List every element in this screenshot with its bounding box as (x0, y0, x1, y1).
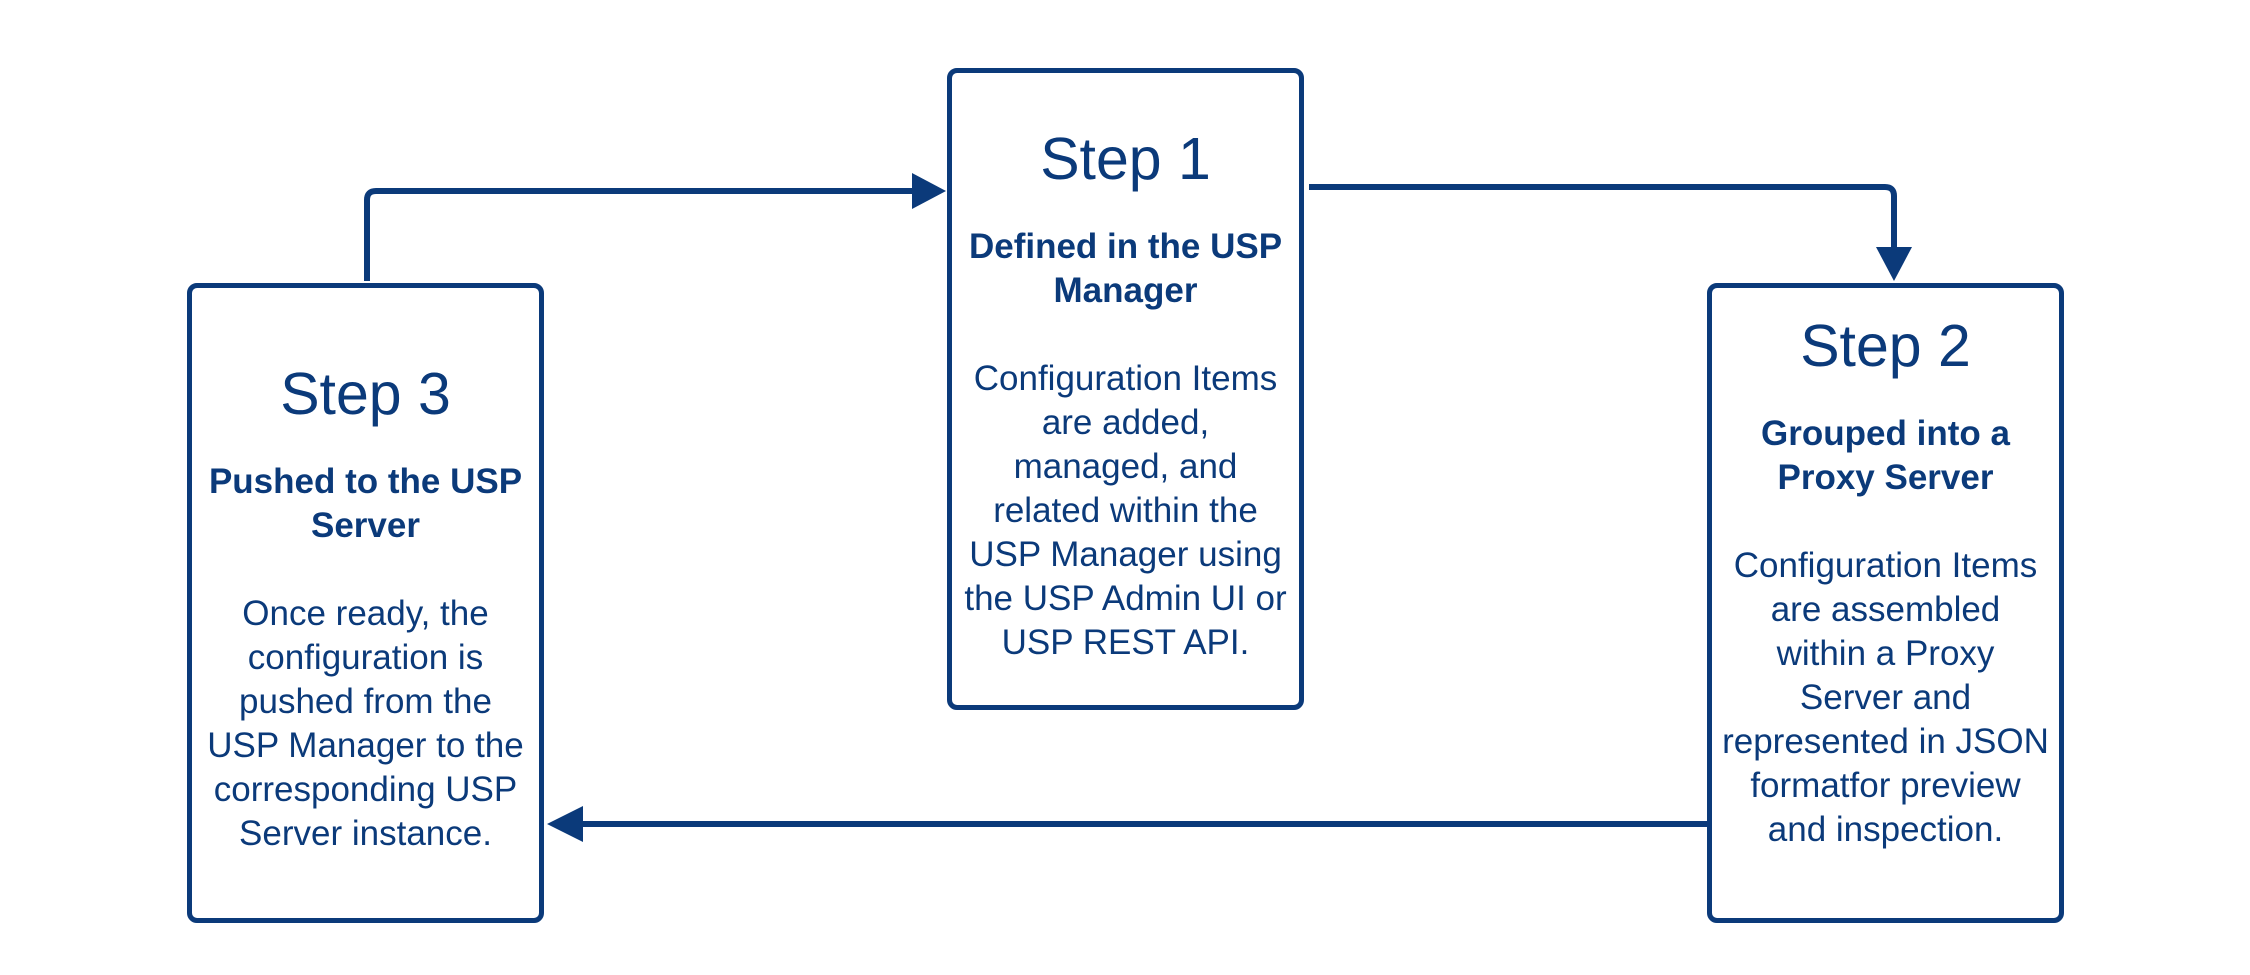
arrowhead-into-step2 (1876, 247, 1912, 281)
step-2-subtitle: Grouped into a Proxy Server (1761, 414, 2010, 497)
step-2-title: Step 2 (1800, 313, 1971, 379)
step-3-description: Once ready, the configuration is pushed … (207, 594, 524, 853)
arrowhead-into-step1 (912, 173, 946, 209)
arrowhead-into-step3 (547, 806, 583, 842)
arrow-step1-to-step2 (1309, 184, 1897, 248)
step-1-subtitle: Defined in the USP Manager (968, 227, 1283, 310)
step-3-title: Step 3 (280, 361, 451, 427)
step-1-title: Step 1 (1040, 126, 1211, 192)
step-1-description: Configuration Items are added, managed, … (964, 359, 1287, 662)
step-2-box: Step 2 Grouped into a Proxy Server Confi… (1707, 283, 2064, 923)
step-1-box: Step 1 Defined in the USP Manager Config… (947, 68, 1304, 710)
arrow-step3-to-step1 (364, 188, 918, 281)
step-3-subtitle: Pushed to the USP Server (208, 462, 523, 545)
step-2-description: Configuration Items are assembled within… (1722, 546, 2049, 849)
step-3-box: Step 3 Pushed to the USP Server Once rea… (187, 283, 544, 923)
